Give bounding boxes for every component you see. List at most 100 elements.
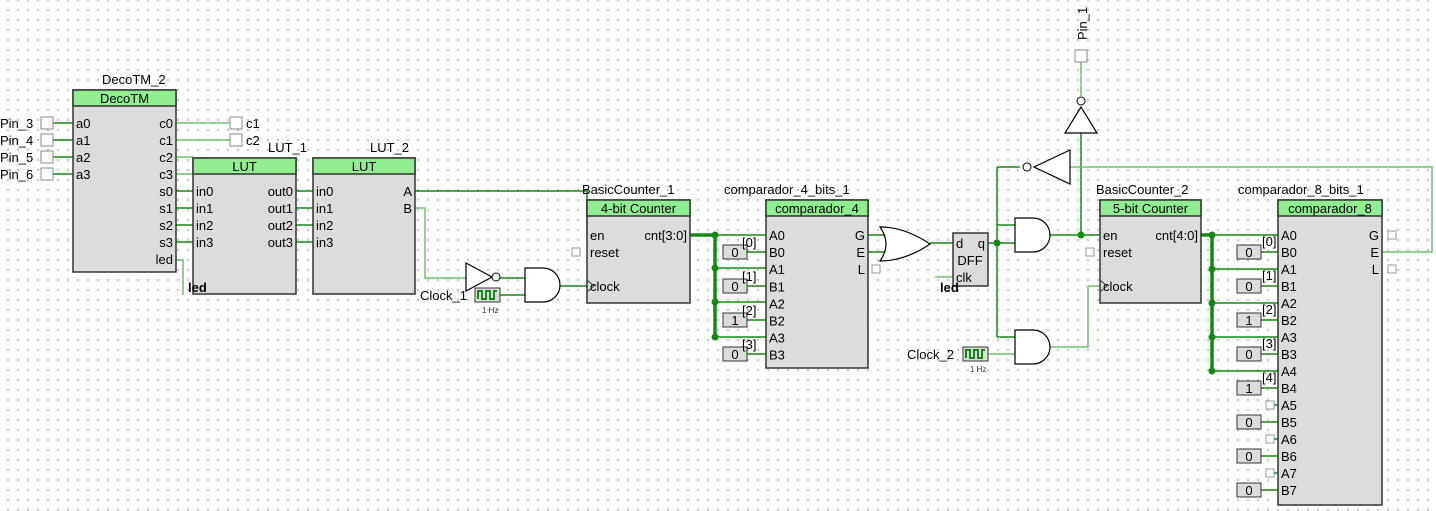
counter1-title: 4-bit Counter — [601, 201, 677, 216]
splitter-label: [4] — [1262, 370, 1276, 385]
wire[interactable] — [415, 190, 588, 235]
lut1-port-in0: in0 — [196, 184, 213, 199]
counter1-body[interactable] — [586, 199, 691, 304]
constant-box[interactable] — [1236, 482, 1262, 498]
wire-junction — [711, 264, 719, 272]
counter1-port-cnt[3:0]: cnt[3:0] — [644, 228, 687, 243]
comp8-port-B1: B1 — [1281, 279, 1297, 294]
lut2-body[interactable] — [312, 157, 416, 295]
not-bubble-icon — [1022, 162, 1032, 172]
output-pin — [229, 116, 243, 130]
comp4-port-E: E — [856, 245, 865, 260]
not-gate-2[interactable] — [1032, 149, 1071, 185]
wire[interactable] — [1050, 285, 1100, 348]
wire-junction — [1208, 299, 1216, 307]
clock-frequency: 1 Hz — [970, 365, 986, 374]
comp4-port-B0: B0 — [769, 245, 785, 260]
component-counter2[interactable] — [1099, 199, 1202, 304]
comp8-port-A5: A5 — [1281, 398, 1297, 413]
component-comp4[interactable] — [765, 199, 869, 369]
dff-port-clk: clk — [956, 270, 972, 285]
or-gate[interactable] — [878, 226, 932, 262]
clock-wave-icon — [965, 349, 985, 359]
constant-box[interactable] — [1236, 346, 1262, 362]
component-lut2[interactable] — [312, 157, 416, 295]
lut2-title: LUT — [352, 159, 377, 174]
and-gate-2[interactable] — [1014, 217, 1051, 253]
component-counter1[interactable] — [586, 199, 691, 304]
comp4-port-A0: A0 — [769, 228, 785, 243]
constant-box[interactable] — [1236, 380, 1262, 396]
constant-value: 0 — [1245, 347, 1252, 362]
not-gate-3[interactable] — [1063, 105, 1099, 134]
constant-box[interactable] — [722, 312, 748, 328]
wire-junction — [711, 231, 719, 239]
comp8-title: comparador_8 — [1288, 201, 1372, 216]
constant-box[interactable] — [722, 278, 748, 294]
splitter-label: [3] — [742, 337, 756, 352]
and-gate-3[interactable] — [1014, 329, 1051, 365]
output-pin-top — [1074, 49, 1088, 63]
counter1-port-en: en — [590, 228, 604, 243]
constant-box[interactable] — [722, 346, 748, 362]
comp4-port-A2: A2 — [769, 296, 785, 311]
input-pin[interactable] — [40, 133, 54, 147]
constant-box[interactable] — [1236, 244, 1262, 260]
constant-value: 0 — [1245, 245, 1252, 260]
comp8-body[interactable] — [1277, 199, 1383, 506]
input-pin[interactable] — [40, 116, 54, 130]
lut2-port-in1: in1 — [316, 201, 333, 216]
input-pin[interactable] — [40, 150, 54, 164]
lut1-instance-label: LUT_1 — [268, 140, 307, 155]
wire[interactable] — [1070, 166, 1433, 253]
input-pin-label: Pin_3 — [0, 116, 33, 131]
unconnected-port-icon — [1265, 434, 1275, 444]
counter2-port-clock: clock — [1103, 279, 1133, 294]
constant-value: 1 — [1245, 381, 1252, 396]
component-deco[interactable] — [72, 89, 177, 273]
comp4-port-B2: B2 — [769, 314, 785, 329]
component-comp8[interactable] — [1277, 199, 1383, 506]
wire-junction — [1208, 265, 1216, 273]
wire-junction — [711, 333, 719, 341]
not-gate-1[interactable] — [465, 261, 494, 293]
component-dff[interactable] — [952, 232, 989, 287]
input-pin-label: Pin_4 — [0, 133, 33, 148]
counter1-instance-label: BasicCounter_1 — [582, 182, 675, 197]
lut1-port-in3: in3 — [196, 235, 213, 250]
constant-box[interactable] — [1236, 414, 1262, 430]
lut1-port-out0: out0 — [268, 184, 293, 199]
output-pin-label: c2 — [246, 133, 260, 148]
lut1-body[interactable] — [192, 157, 297, 295]
unconnected-port-icon — [1085, 247, 1095, 257]
comp4-port-A3: A3 — [769, 331, 785, 346]
comp4-body[interactable] — [765, 199, 869, 369]
dff-body[interactable] — [952, 232, 989, 287]
comp8-port-A1: A1 — [1281, 262, 1297, 277]
and-gate-1[interactable] — [524, 267, 561, 303]
counter1-port-clock: clock — [590, 279, 620, 294]
lut1-port-out2: out2 — [268, 218, 293, 233]
constant-box[interactable] — [1236, 448, 1262, 464]
lut1-header — [192, 157, 297, 175]
constant-box[interactable] — [1236, 312, 1262, 328]
unconnected-port-icon — [1265, 400, 1275, 410]
comp8-port-A2: A2 — [1281, 296, 1297, 311]
deco-port-s3: s3 — [159, 235, 173, 250]
deco-header — [72, 89, 177, 107]
constant-box[interactable] — [722, 244, 748, 260]
wire[interactable] — [176, 259, 184, 295]
comp8-port-L: L — [1372, 262, 1379, 277]
component-lut1[interactable] — [192, 157, 297, 295]
constant-box[interactable] — [1236, 278, 1262, 294]
wire-junction — [1208, 231, 1216, 239]
output-pin-label: c1 — [246, 116, 260, 131]
tunnel-led: led — [940, 280, 959, 295]
input-pin[interactable] — [40, 167, 54, 181]
counter2-port-cnt[4:0]: cnt[4:0] — [1155, 228, 1198, 243]
wire[interactable] — [415, 207, 466, 279]
comp4-header — [765, 199, 869, 217]
comp8-instance-label: comparador_8_bits_1 — [1238, 182, 1364, 197]
